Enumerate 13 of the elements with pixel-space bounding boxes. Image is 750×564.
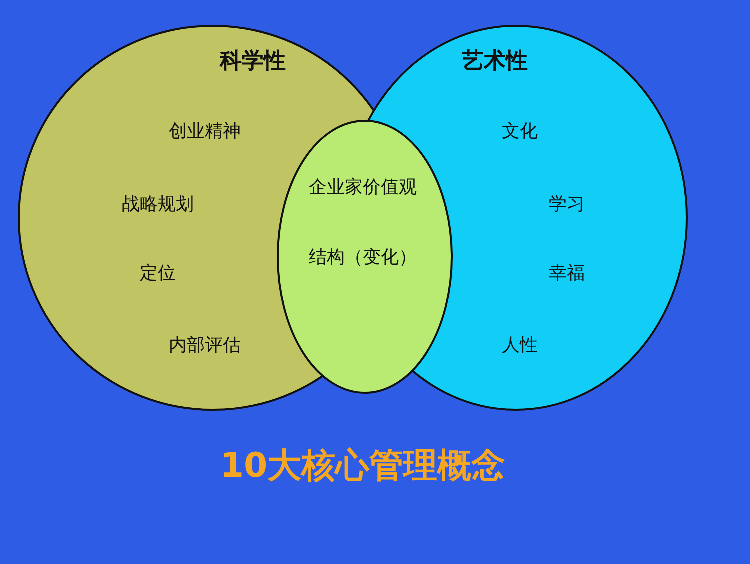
concept-label: 内部评估 — [169, 334, 241, 357]
concept-label: 文化 — [502, 120, 538, 143]
circle-heading: 艺术性 — [462, 48, 528, 76]
caption: 10大核心管理概念 — [220, 445, 506, 488]
concept-label: 创业精神 — [169, 120, 241, 143]
concept-label: 企业家价值观 — [309, 176, 417, 199]
concept-label: 幸福 — [549, 262, 585, 285]
circle-heading: 科学性 — [220, 48, 286, 76]
concept-label: 战略规划 — [122, 193, 194, 216]
concept-label: 学习 — [549, 193, 585, 216]
concept-label: 定位 — [140, 262, 176, 285]
concept-label: 人性 — [502, 334, 538, 357]
concept-label: 结构（变化） — [309, 246, 417, 269]
